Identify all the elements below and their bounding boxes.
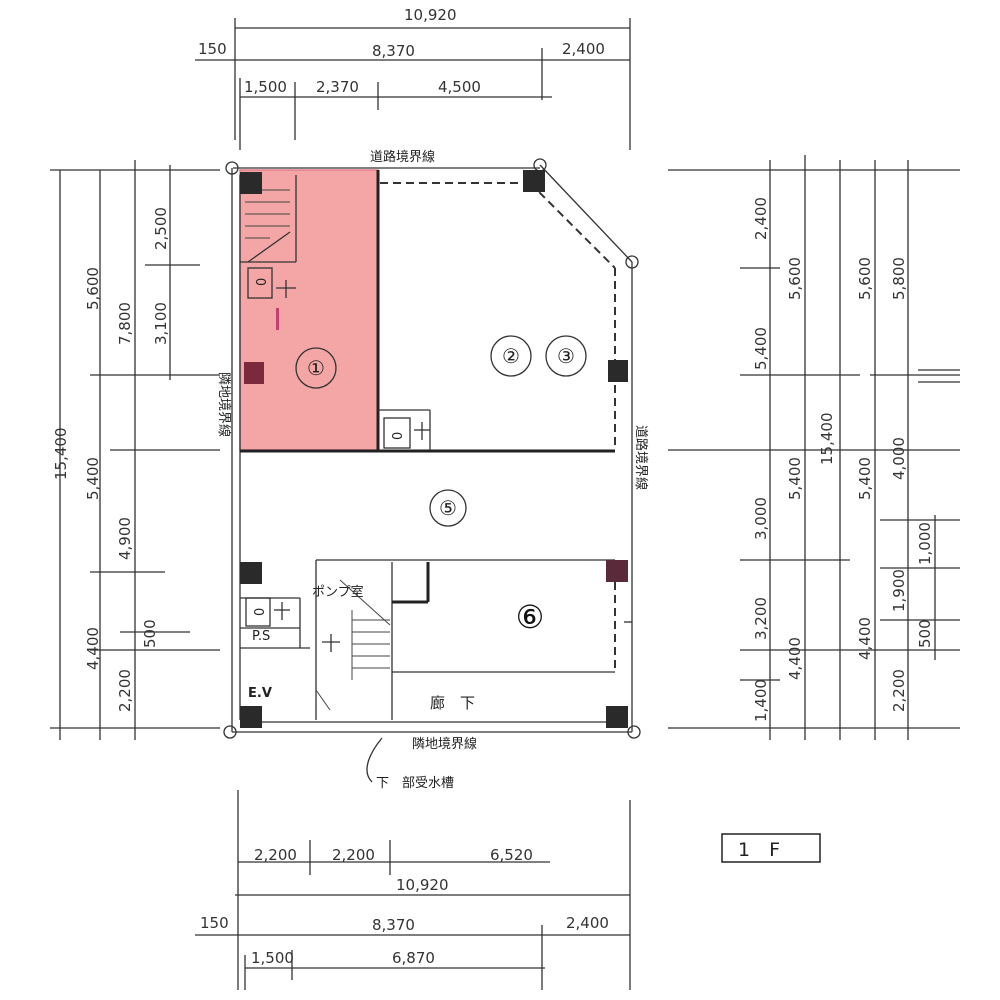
dim-right-1400: 1,400 [752,679,770,722]
dim-right-2200: 2,200 [890,669,908,712]
room-6-label[interactable]: ⑥ [516,598,545,636]
water-tank-label: 下 部受水槽 [376,776,454,791]
dim-right-5600a: 5,600 [786,257,804,300]
columns [240,170,628,728]
dim-left-2500: 2,500 [152,207,170,250]
dim-left-3100: 3,100 [152,302,170,345]
toilet-mark: 0 [255,278,270,286]
interior-walls [240,170,632,723]
dim-left-2200: 2,200 [116,669,134,712]
dim-right-4000: 4,000 [890,437,908,480]
pipe-shaft-label: P.S [252,629,270,644]
dim-bottom-2400: 2,400 [566,914,609,932]
corridor-label: 廊 下 [430,694,475,712]
dim-left-5600: 5,600 [84,267,102,310]
dim-right-1000: 1,000 [916,522,934,565]
dim-right-3200: 3,200 [752,597,770,640]
column [244,362,264,384]
dim-right-4400b: 4,400 [856,617,874,660]
dim-right-5600b: 5,600 [856,257,874,300]
dim-top-150: 150 [198,40,227,58]
room-2-label[interactable]: ② [502,344,520,368]
dim-left-4400: 4,400 [84,627,102,670]
dim-bottom-6520: 6,520 [490,846,533,864]
dim-right-15400: 15,400 [818,413,836,466]
area-labels: 道路境界線 道路境界線 隣地境界線 隣地境界線 ポンプ室 P.S E.V 廊 下… [216,149,649,791]
dim-left-4900: 4,900 [116,517,134,560]
road-boundary-right-label: 道路境界線 [633,425,649,490]
adjacent-boundary-bottom-label: 隣地境界線 [412,736,477,752]
column [240,172,262,194]
column [240,706,262,728]
road-boundary-top-label: 道路境界線 [370,149,435,165]
dim-left-500: 500 [141,619,159,648]
bottom-dimensions: 2,200 2,200 6,520 10,920 150 8,370 2,400… [195,790,631,990]
floor-tag-label: 1 F [738,839,780,861]
toilet-fixtures: 0 0 0 [245,267,430,652]
dim-top-8370: 8,370 [372,42,415,60]
column [240,562,262,584]
column [608,360,628,382]
dim-left-5400: 5,400 [84,457,102,500]
room-3-label[interactable]: ③ [557,344,575,368]
dim-left-15400: 15,400 [52,428,70,481]
dim-top-total: 10,920 [404,6,457,24]
right-dimensions: 2,400 5,400 5,600 5,600 5,800 15,400 3,0… [668,155,960,740]
column [606,560,628,582]
dim-right-4400a: 4,400 [786,637,804,680]
room-1-label[interactable]: ① [307,356,325,380]
room-labels: ① ② ③ ⑤ ⑥ [295,335,587,636]
dim-top-4500: 4,500 [438,78,481,96]
elevator-label: E.V [248,686,272,701]
pump-room-label: ポンプ室 [312,584,364,600]
dim-right-500: 500 [916,619,934,648]
dim-bottom-150: 150 [200,914,229,932]
dim-top-2400: 2,400 [562,40,605,58]
dim-bottom-2200a: 2,200 [254,846,297,864]
dim-bottom-1500: 1,500 [251,949,294,967]
dim-bottom-6870: 6,870 [392,949,435,967]
dim-right-5400a: 5,400 [752,327,770,370]
column [606,706,628,728]
dim-right-5800: 5,800 [890,257,908,300]
top-dimensions: 10,920 150 8,370 2,400 1,500 2,370 4,500 [195,6,631,150]
toilet-mark: 0 [391,432,406,440]
adjacent-boundary-left-label: 隣地境界線 [216,372,232,437]
dim-right-5400c: 5,400 [856,457,874,500]
dim-right-2400: 2,400 [752,197,770,240]
dim-left-7800: 7,800 [116,302,134,345]
room-5-label[interactable]: ⑤ [439,496,457,520]
column [523,170,545,192]
dim-top-1500: 1,500 [244,78,287,96]
dim-top-2370: 2,370 [316,78,359,96]
dim-bottom-8370: 8,370 [372,916,415,934]
building-outline [223,158,641,739]
dim-bottom-total: 10,920 [396,876,449,894]
toilet-mark: 0 [253,608,268,616]
floor-tag: 1 F [721,833,821,863]
dim-right-1900: 1,900 [890,569,908,612]
dim-right-5400b: 5,400 [786,457,804,500]
dim-bottom-2200b: 2,200 [332,846,375,864]
left-dimensions: 15,400 5,600 7,800 2,500 3,100 5,400 4,9… [50,160,220,740]
dim-right-3000: 3,000 [752,497,770,540]
room-1-highlight[interactable] [239,169,379,451]
